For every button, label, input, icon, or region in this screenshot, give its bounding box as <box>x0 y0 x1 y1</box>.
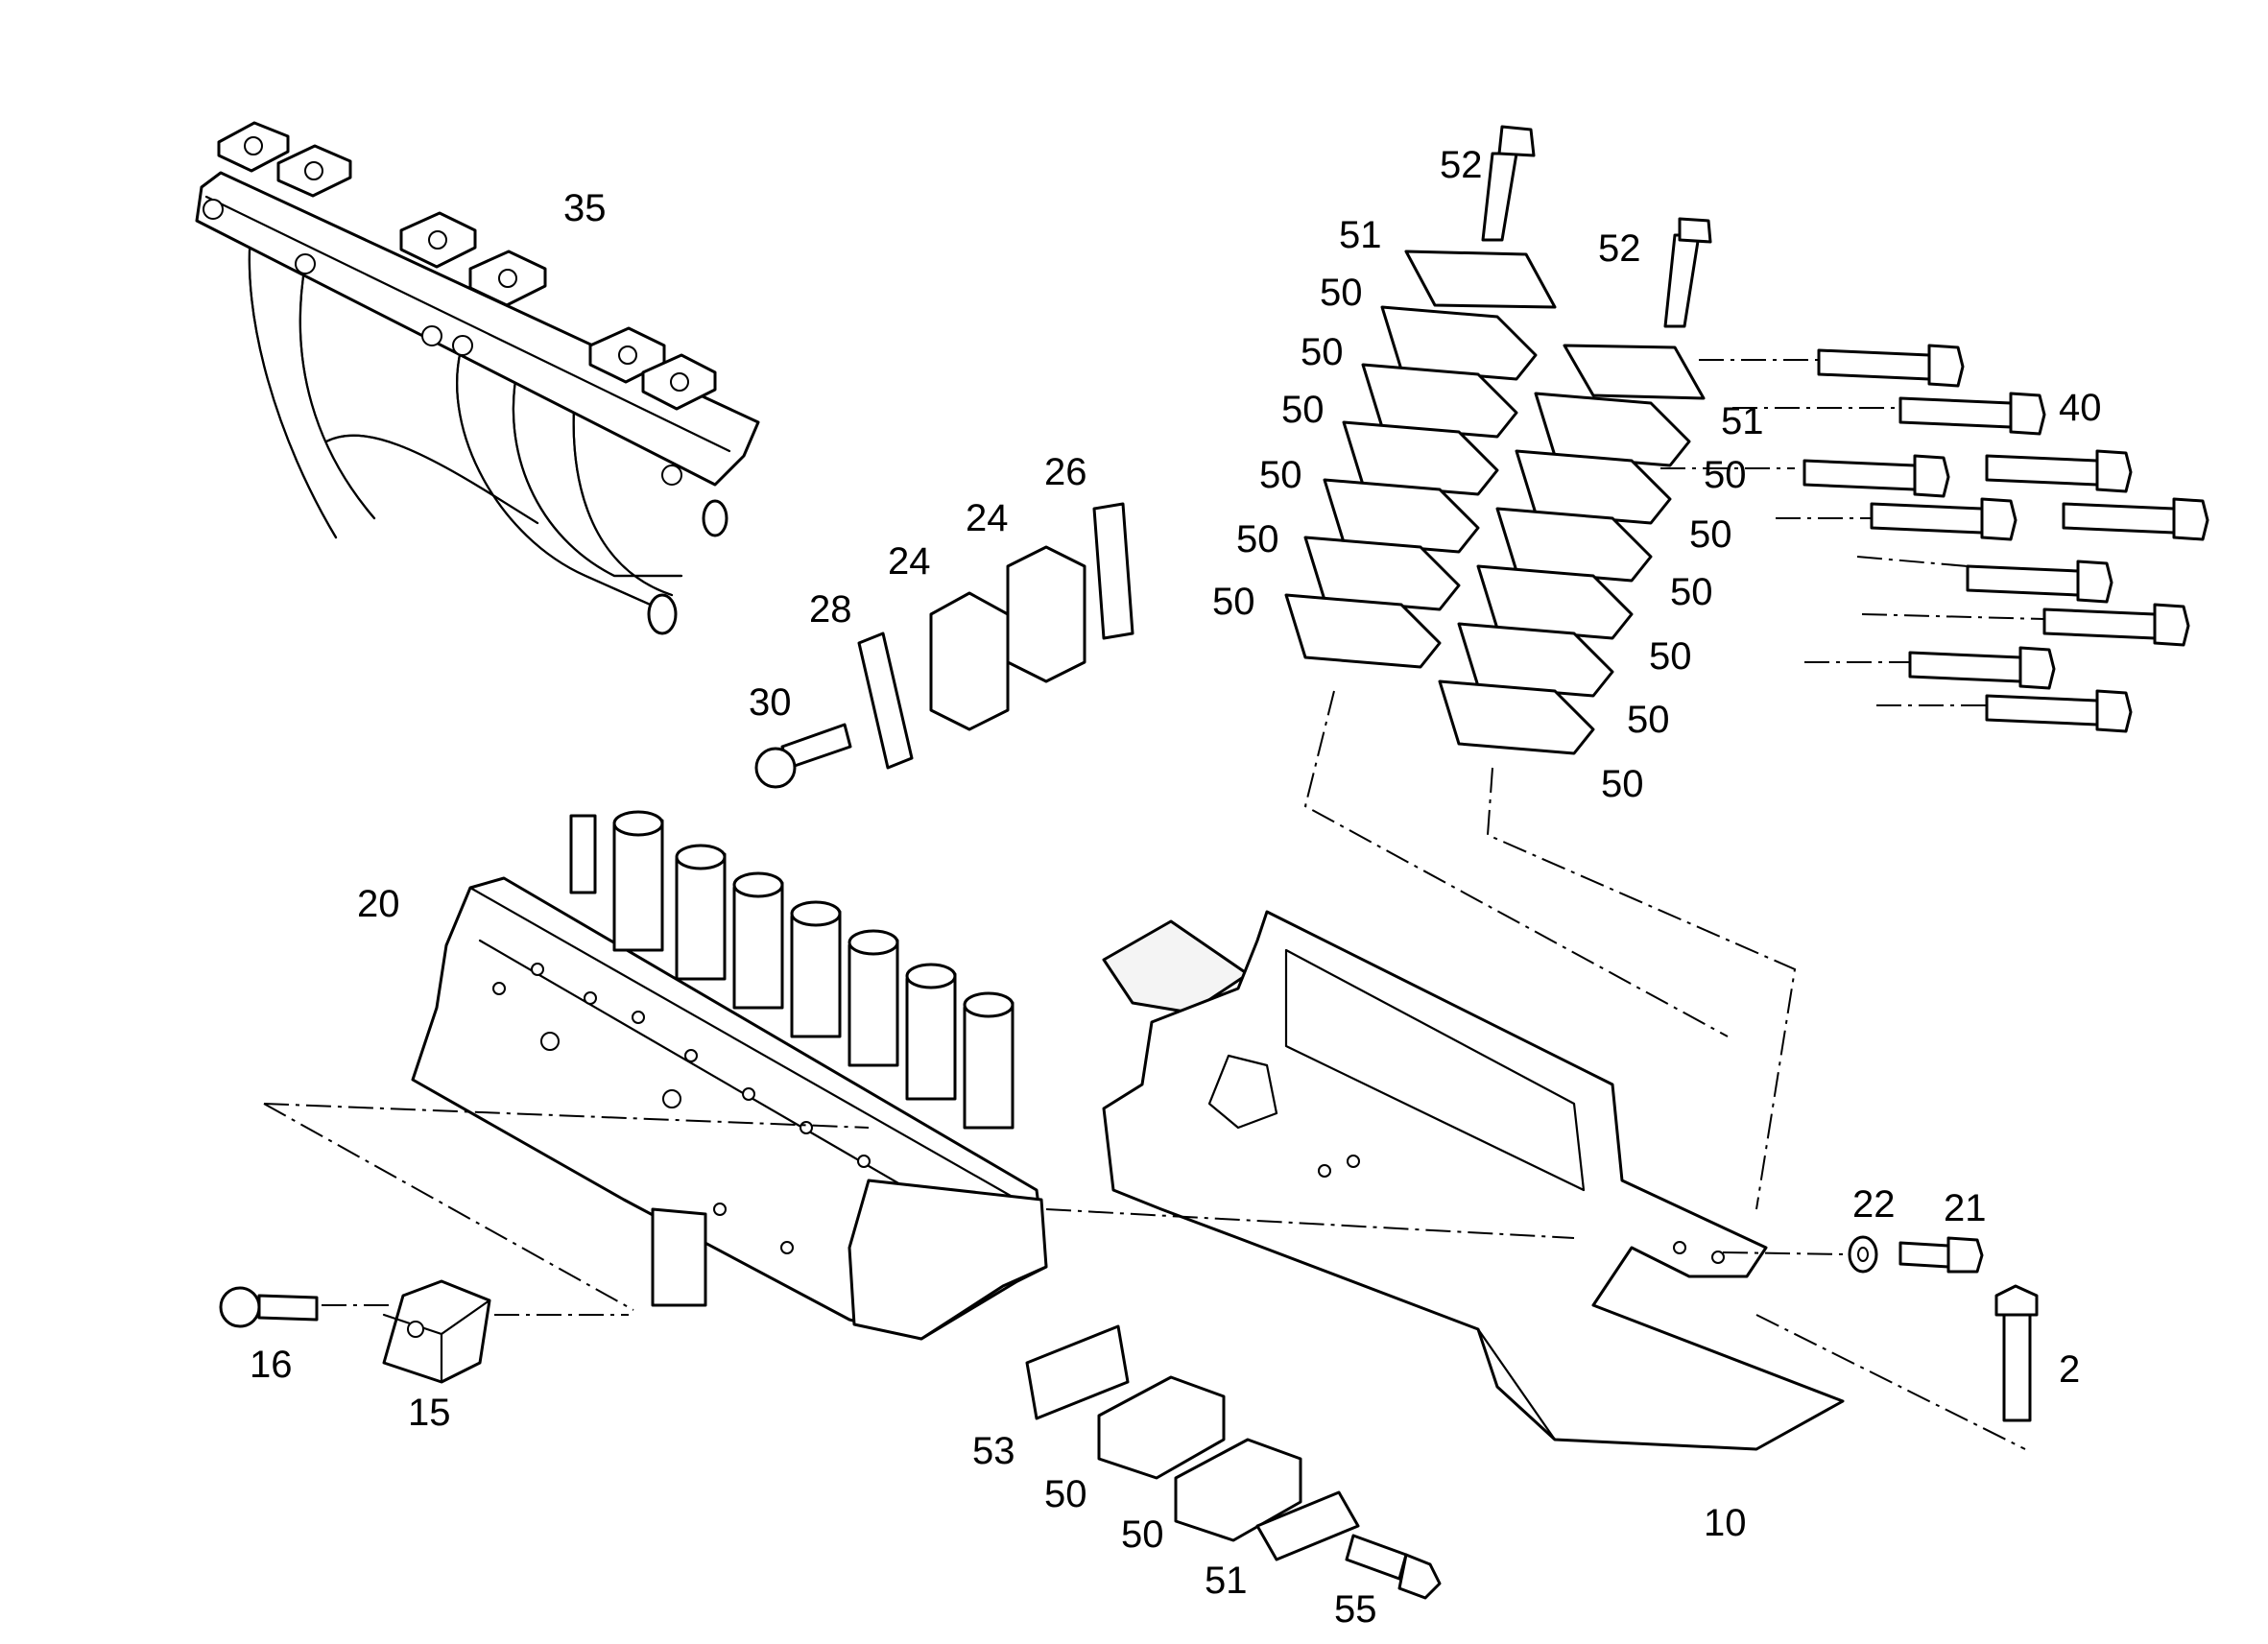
callout-21: 21 <box>1944 1187 1987 1229</box>
callout-35: 35 <box>563 187 607 229</box>
callout-20: 20 <box>357 883 400 925</box>
callout-51-lower: 51 <box>1205 1560 1248 1602</box>
leader-lines <box>263 359 2045 1450</box>
part-28-plate <box>857 631 914 770</box>
part-52-bolt-left <box>1481 125 1536 242</box>
callout-50-l1: 50 <box>1320 272 1363 314</box>
callout-50-r1: 50 <box>1704 454 1747 496</box>
callout-50-r3: 50 <box>1670 571 1713 613</box>
callout-50-lower-b: 50 <box>1121 1513 1164 1556</box>
part-30-bolt <box>754 723 852 789</box>
part-35-manifold-assembly <box>195 121 760 635</box>
part-50-lower-clamp-a <box>1097 1375 1226 1480</box>
callout-50-r2: 50 <box>1689 513 1732 556</box>
part-51-plate-left <box>1404 250 1557 309</box>
callout-51-right: 51 <box>1721 400 1764 442</box>
part-24-clamp-half-a <box>929 591 1010 731</box>
callout-52-left: 52 <box>1440 144 1483 186</box>
callout-30: 30 <box>749 681 792 724</box>
callout-2: 2 <box>2059 1348 2080 1391</box>
part-2-bolt <box>1994 1284 2039 1422</box>
callout-52-right: 52 <box>1598 227 1641 270</box>
callout-24-lower: 24 <box>888 540 931 583</box>
callout-10: 10 <box>1704 1502 1747 1544</box>
part-15-block <box>382 1279 491 1384</box>
part-40-bolts <box>1802 344 2209 733</box>
callout-50-r6: 50 <box>1601 763 1644 805</box>
callout-50-l3: 50 <box>1281 389 1325 431</box>
part-24-clamp-half-b <box>1006 545 1086 683</box>
callout-24-upper: 24 <box>966 497 1009 539</box>
part-53-plate <box>1025 1324 1130 1420</box>
callout-labels: 35 52 52 51 51 40 50 50 50 50 50 50 50 5… <box>250 144 2102 1631</box>
callout-50-r4: 50 <box>1649 635 1692 678</box>
callout-26: 26 <box>1044 451 1087 493</box>
part-10-bracket <box>1102 910 1845 1451</box>
callout-50-l5: 50 <box>1236 518 1279 560</box>
callout-50-l6: 50 <box>1212 581 1255 623</box>
callout-40: 40 <box>2059 387 2102 429</box>
callout-51-top: 51 <box>1339 214 1382 256</box>
part-51-plate-right <box>1563 344 1706 400</box>
part-50-lower-clamp-b <box>1174 1438 1302 1542</box>
callout-50-l2: 50 <box>1301 331 1344 373</box>
callout-28: 28 <box>809 588 852 631</box>
part-22-washer <box>1848 1235 1878 1274</box>
part-16-bolt <box>219 1286 319 1328</box>
clamp-stack-left <box>1284 305 1538 669</box>
callout-50-lower-a: 50 <box>1044 1473 1087 1515</box>
callout-53: 53 <box>972 1430 1015 1472</box>
part-52-bolt-right <box>1663 217 1712 328</box>
callout-16: 16 <box>250 1344 293 1386</box>
part-26-plate <box>1092 502 1134 640</box>
part-51-lower-plate <box>1255 1490 1360 1561</box>
clamp-stack-right <box>1438 392 1691 755</box>
callout-15: 15 <box>408 1392 451 1434</box>
part-21-bolt <box>1898 1236 1984 1274</box>
callout-50-l4: 50 <box>1259 454 1302 496</box>
callout-50-r5: 50 <box>1627 699 1670 741</box>
part-55-bolt <box>1345 1534 1442 1600</box>
callout-55: 55 <box>1334 1588 1377 1631</box>
part-20-valve-block <box>411 810 1048 1341</box>
callout-22: 22 <box>1852 1183 1896 1226</box>
